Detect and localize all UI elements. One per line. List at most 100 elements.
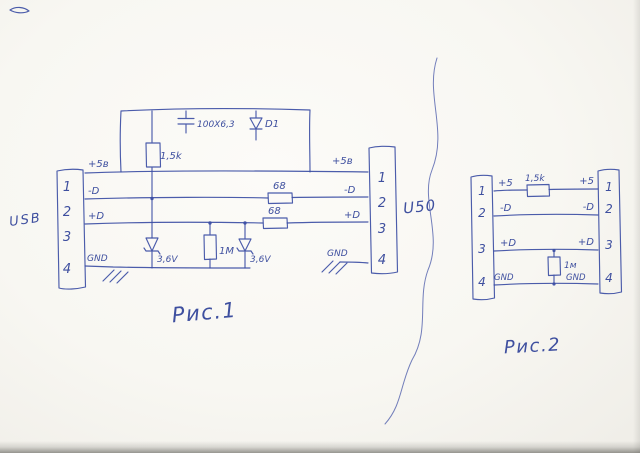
resistor-1m-label: 1M (219, 246, 234, 257)
label-vcc-left: +5в (88, 159, 109, 170)
usb-pin-2: 2 (63, 205, 71, 220)
fig2-wire-vcc (493, 188, 599, 192)
label-dminus-right: -D (344, 185, 356, 196)
fig2-label-dplus-left: +D (500, 238, 516, 249)
resistor-68-dplus-body (262, 217, 289, 230)
diode-d1: D1 (249, 110, 279, 141)
usb-pin-1: 1 (63, 180, 71, 195)
fig2-right-connector: 1 2 3 4 (597, 168, 623, 295)
fig2-label-gnd-right: GND (566, 273, 586, 283)
resistor-68-dminus-label: 68 (273, 181, 286, 192)
resistor-68-dplus: 68 (262, 206, 289, 230)
fig2-label-gnd-left: GND (494, 273, 514, 283)
u50-pin-4: 4 (378, 253, 386, 268)
fig2-wires (493, 188, 599, 286)
u50-pin-2: 2 (378, 196, 386, 211)
paper-edge-bottom (0, 441, 640, 453)
fig2-label-vcc-right: +5 (579, 176, 594, 187)
zener-right: 3,6V (236, 221, 271, 269)
fig2-label-dminus-right: -D (583, 202, 595, 213)
u50-label: U50 (402, 196, 437, 217)
fig2-right-connector-outline (597, 168, 623, 295)
fig2-right-pin-1: 1 (605, 180, 613, 194)
zener-right-symbol (236, 222, 254, 269)
label-vcc-right: +5в (332, 156, 353, 167)
resistor-68-dminus-body (267, 192, 294, 205)
figure1-caption: Рис.1 (171, 298, 238, 328)
fig2-resistor-pullup-label: 1,5k (525, 174, 545, 184)
corner-scribble (9, 6, 30, 14)
figure1: 1 2 3 4 USB 1 2 3 4 U50 +5в -D (8, 108, 437, 328)
resistor-68-dminus: 68 (267, 181, 294, 205)
diode-d1-label: D1 (265, 119, 279, 130)
zener-right-label: 3,6V (250, 255, 271, 265)
capacitor-label: 100X6,3 (197, 120, 235, 130)
label-gnd-left: GND (87, 254, 108, 264)
junction-dot (243, 221, 247, 225)
fig2-right-pin-2: 2 (605, 202, 613, 216)
fig2-wire-dminus (493, 213, 599, 217)
ground-symbol-right (321, 260, 348, 275)
usb-label: USB (8, 211, 42, 230)
fig1-wires (84, 108, 369, 284)
fig2-right-pin-4: 4 (605, 271, 613, 285)
zener-left-label: 3,6V (157, 255, 178, 265)
resistor-1m: 1M (203, 221, 234, 269)
figure2-caption: Рис.2 (503, 334, 561, 358)
wire-gnd-right (339, 261, 369, 264)
resistor-pullup: 1,5k (145, 110, 183, 239)
fig2-resistor-pullup: 1,5k (525, 174, 551, 198)
wire-dplus (84, 221, 369, 225)
fig2-right-pin-3: 3 (605, 238, 613, 252)
power-rail-top (119, 108, 311, 173)
usb-pin-4: 4 (63, 262, 71, 277)
fig2-wire-dplus (493, 248, 599, 252)
junction-dot (208, 221, 212, 225)
usb-connector-outline (56, 168, 87, 290)
fig2-left-pin-4: 4 (478, 275, 486, 289)
page-tear-line (384, 57, 439, 425)
usb-connector: 1 2 3 4 USB (8, 168, 87, 290)
fig2-left-connector-outline (470, 174, 496, 301)
fig2-label-dminus-left: -D (500, 203, 512, 214)
junction-dot (552, 282, 556, 286)
paper-edge-right (633, 0, 640, 453)
resistor-pullup-symbol (145, 110, 162, 239)
fig2-left-connector: 1 2 3 4 (470, 174, 496, 301)
u50-pin-3: 3 (378, 222, 386, 237)
wire-gnd-left (84, 265, 251, 269)
fig2-left-pin-1: 1 (478, 184, 486, 198)
u50-connector: 1 2 3 4 U50 (368, 145, 437, 275)
ground-symbol-left (102, 269, 129, 284)
junction-dot (552, 248, 556, 253)
fig2-wire-gnd (493, 282, 599, 286)
diode-d1-symbol (249, 110, 263, 141)
zener-left: 3,6V (143, 237, 178, 269)
usb-pin-3: 3 (63, 230, 71, 245)
fig2-label-vcc-left: +5 (498, 178, 513, 189)
figure2: 1 2 3 4 1 2 3 4 1,5k 1м (470, 168, 623, 358)
fig2-left-pin-2: 2 (478, 206, 486, 220)
junction-dot (150, 196, 154, 201)
resistor-68-dplus-label: 68 (268, 206, 281, 217)
capacitor: 100X6,3 (177, 110, 235, 134)
resistor-1m-symbol (203, 222, 218, 269)
fig2-resistor-1m-symbol (547, 249, 562, 285)
fig2-resistor-1m-label: 1м (564, 261, 577, 271)
fig2-resistor-pullup-body (526, 183, 551, 198)
fig2-left-pin-3: 3 (478, 242, 486, 256)
fig2-label-dplus-right: +D (578, 237, 594, 248)
resistor-pullup-label: 1,5k (160, 151, 183, 162)
label-dminus-left: -D (88, 186, 100, 197)
zener-left-symbol (143, 237, 161, 269)
u50-pin-1: 1 (378, 171, 386, 186)
label-gnd-right: GND (327, 249, 348, 259)
capacitor-symbol (177, 110, 195, 134)
wire-dminus (84, 196, 369, 200)
label-dplus-right: +D (344, 210, 360, 221)
u50-connector-outline (368, 145, 399, 275)
fig2-resistor-1m: 1м (547, 248, 577, 286)
wire-vcc (84, 170, 369, 174)
